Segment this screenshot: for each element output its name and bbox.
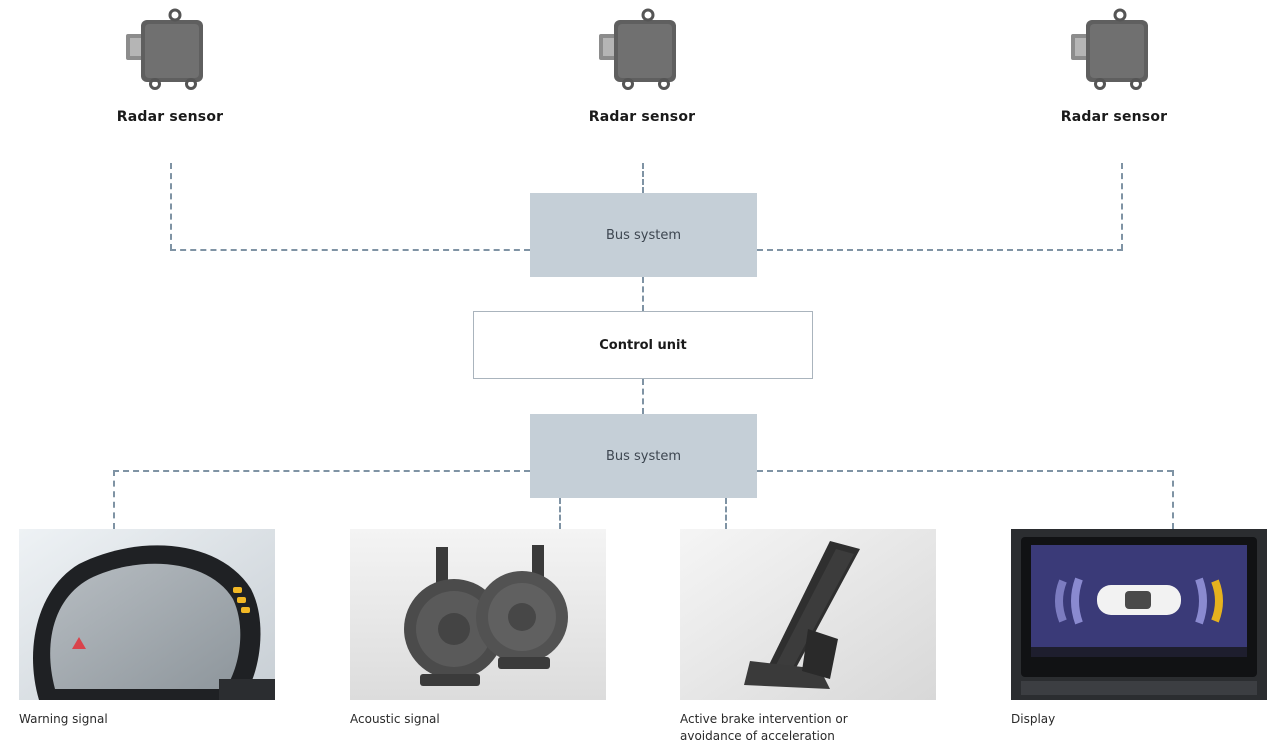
connector-sensor-right-horizontal <box>757 249 1123 251</box>
caption-line: Acoustic signal <box>350 712 440 726</box>
radar-sensor-icon <box>1071 8 1148 90</box>
caption-line: Display <box>1011 712 1056 726</box>
connector-sensor-left-horizontal <box>170 249 530 251</box>
radar-sensor-icon <box>126 8 203 90</box>
horn-photo <box>350 529 606 700</box>
bus-system-top: Bus system <box>530 193 757 277</box>
side-mirror-warning-photo <box>19 529 275 700</box>
caption-warning-signal: Warning signal <box>19 711 279 728</box>
infotainment-display-photo <box>1011 529 1267 700</box>
caption-line: avoidance of acceleration <box>680 729 835 743</box>
connector-output-left-vertical <box>113 470 115 529</box>
connector-output-acoustic <box>559 498 561 529</box>
control-unit: Control unit <box>473 311 813 379</box>
radar-sensor-icon <box>599 8 676 90</box>
connector-output-right-vertical <box>1172 470 1174 529</box>
connector-output-right-horizontal <box>757 470 1173 472</box>
connector-sensor-right-vertical <box>1121 163 1123 250</box>
caption-brake-intervention: Active brake intervention or avoidance o… <box>680 711 940 745</box>
connector-sensor-left-vertical <box>170 163 172 250</box>
radar-sensor-label-right: Radar sensor <box>1060 109 1168 125</box>
caption-display: Display <box>1011 711 1271 728</box>
accelerator-pedal-photo <box>680 529 936 700</box>
bus-system-bottom: Bus system <box>530 414 757 498</box>
radar-sensor-label-left: Radar sensor <box>116 109 224 125</box>
connector-output-brake <box>725 498 727 529</box>
connector-bus-to-control <box>642 277 644 311</box>
caption-line: Warning signal <box>19 712 108 726</box>
connector-control-to-bus <box>642 379 644 414</box>
caption-line: Active brake intervention or <box>680 712 848 726</box>
caption-acoustic-signal: Acoustic signal <box>350 711 610 728</box>
connector-sensor-center-vertical <box>642 163 644 193</box>
connector-output-left-horizontal <box>113 470 530 472</box>
radar-sensor-label-center: Radar sensor <box>588 109 696 125</box>
